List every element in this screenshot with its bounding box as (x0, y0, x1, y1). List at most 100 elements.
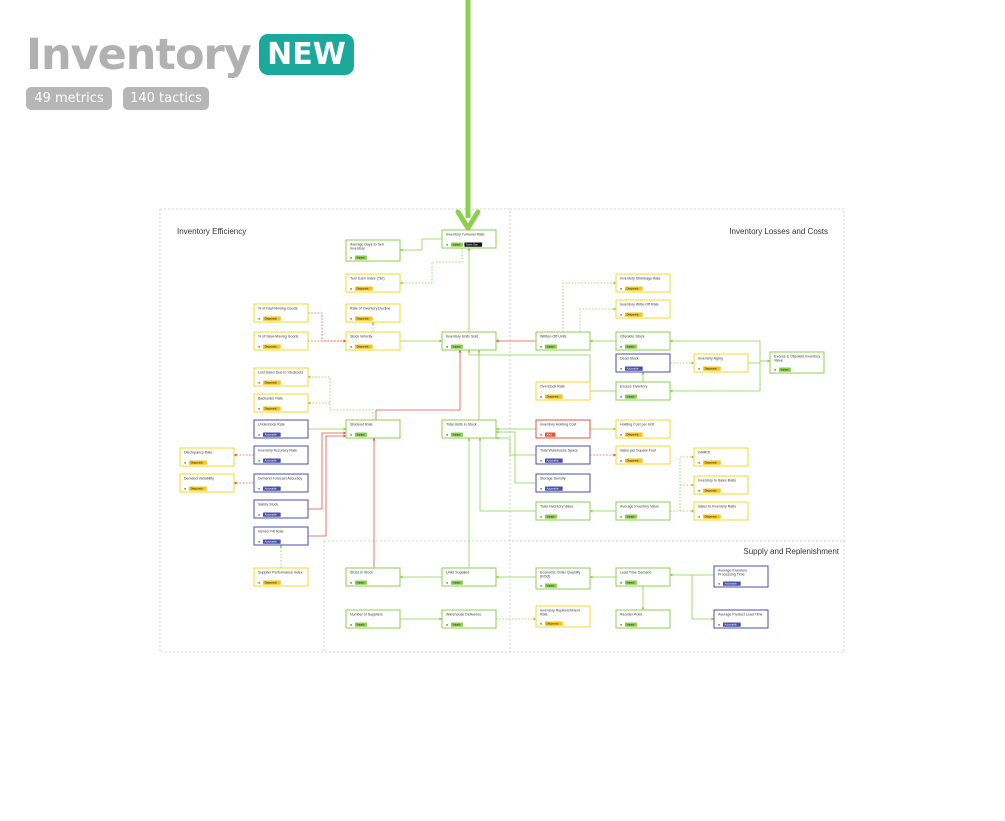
metric-node[interactable]: Number of Suppliers⚑Impact (345, 609, 401, 629)
metric-tag-label: Diagnostic (547, 395, 560, 399)
metric-node[interactable]: Safety Stock⚑Actionable (253, 499, 309, 519)
metric-tag-label: Diagnostic (265, 317, 278, 321)
metric-node[interactable]: Dead Stock⚑Actionable (615, 353, 671, 373)
metric-node[interactable]: Understock Rate⚑Actionable (253, 419, 309, 439)
metric-flag-icon: ⚑ (620, 433, 623, 437)
metric-node-label: Excess & Obsolete Inventory (774, 355, 820, 359)
metric-tag-label: Diagnostic (265, 407, 278, 411)
metric-node[interactable]: Inventory Write-Off Rate ⚑ Diagnostic (615, 299, 671, 319)
metric-tag-label: Impact (357, 256, 365, 260)
metric-node-label: Average Inventory (718, 569, 747, 573)
metric-node[interactable]: Stock Velocity⚑Diagnostic (345, 331, 401, 351)
metric-node[interactable]: % of Slow-Moving Goods⚑Diagnostic (253, 331, 309, 351)
metric-node[interactable]: Obsolete Stock⚑Impact (615, 331, 671, 351)
metric-tag-label: Diagnostic (627, 313, 640, 317)
metric-flag-icon: ⚑ (350, 581, 353, 585)
metric-node-label: Inventory Holding Cost (540, 423, 576, 427)
metric-node[interactable]: Vendor Fill Rate⚑Actionable (253, 526, 309, 546)
metric-node[interactable]: Discrepancy Rate⚑Diagnostic (179, 447, 235, 467)
metric-node[interactable]: Lost Sales Due to Stockouts⚑Diagnostic (253, 367, 309, 387)
metric-tag-label: Diagnostic (705, 461, 718, 465)
metric-node[interactable]: Inventory to Sales Ratio⚑Diagnostic (693, 475, 749, 495)
metric-node-label: Demand Forecast Accuracy (258, 477, 302, 481)
metric-node[interactable]: Sales to Inventory Ratio⚑Diagnostic (693, 501, 749, 521)
metric-node[interactable]: Turn Earn Index (TEI)⚑Diagnostic (345, 273, 401, 293)
metric-tag (545, 394, 563, 399)
metric-node[interactable]: Inventory Holding Cost⚑Alert (535, 419, 591, 439)
metric-node[interactable]: Inventory Shrinkage Rate⚑Diagnostic (615, 273, 671, 293)
metric-node[interactable]: Total Warehouse Space⚑Actionable (535, 445, 591, 465)
metric-node[interactable]: GMROI⚑Diagnostic (693, 447, 749, 467)
metric-node[interactable]: Rate of Inventory Decline⚑Diagnostic (345, 303, 401, 323)
metric-node-label: Inventory Write-Off Rate (620, 303, 659, 307)
metric-tag-label: Impact (627, 581, 635, 585)
metric-node[interactable]: Warehouse Deliveries⚑Impact (441, 609, 497, 629)
metric-tag-label: Diagnostic (705, 489, 718, 493)
metric-flag-icon: ⚑ (718, 582, 721, 586)
metric-tag-label: North Star (466, 243, 478, 247)
metric-node[interactable]: SKUs in Stock⚑Impact (345, 567, 401, 587)
metric-node-label: Total Inventory Value (540, 505, 573, 509)
metric-node[interactable]: Reorder Point⚑Impact (615, 609, 671, 629)
metric-tag-label: Diagnostic (547, 622, 560, 626)
metric-node[interactable]: Average Inventory Value⚑Impact (615, 501, 671, 521)
big-arrow-head (455, 209, 481, 231)
metric-node-label: Demand Variability (184, 477, 214, 481)
metric-flag-icon: ⚑ (446, 623, 449, 627)
metric-node[interactable]: Inventory Aging⚑Diagnostic (693, 353, 749, 373)
metric-node-label: Lost Sales Due to Stockouts (258, 371, 303, 375)
metric-tag-label: Impact (453, 243, 461, 247)
metric-flag-icon: ⚑ (446, 345, 449, 349)
metric-node-label: Understock Rate (258, 423, 285, 427)
metric-node-label: Inventory Accuracy Rate (258, 449, 297, 453)
metric-flag-icon: ⚑ (620, 313, 623, 317)
metric-tag-label: Actionable (547, 487, 560, 491)
metric-node[interactable]: Excess Inventory⚑Impact (615, 381, 671, 401)
metric-node-label: Value (774, 359, 783, 363)
diagram-edge (467, 349, 616, 392)
metric-node[interactable]: Lead Time Demand⚑Impact (615, 567, 671, 587)
metric-tag-label: Diagnostic (627, 287, 640, 291)
metric-node[interactable]: Sales per Square Foot⚑Diagnostic (615, 445, 671, 465)
metric-node-label: Written-Off Units (540, 335, 567, 339)
metric-node[interactable]: Inventory Units Sold⚑Impact (441, 331, 497, 351)
metric-node[interactable]: Units Supplied⚑Impact (441, 567, 497, 587)
metric-tag (189, 486, 207, 491)
metric-node[interactable]: Economic Order Quantity(EOQ)⚑Impact (535, 567, 591, 590)
metric-tag (355, 286, 373, 291)
metric-tag-label: Diagnostic (357, 345, 370, 349)
region-box (323, 540, 845, 653)
metric-node[interactable]: Overstock Rate⚑Diagnostic (535, 381, 591, 401)
metric-tag-label: Diagnostic (627, 433, 640, 437)
metric-node[interactable]: Total Units in Stock⚑Impact (441, 419, 497, 439)
metric-node-label: Reorder Point (620, 613, 642, 617)
metric-node[interactable]: Holding Cost per Unit⚑Diagnostic (615, 419, 671, 439)
metric-node-label: Economic Order Quantity (540, 571, 581, 575)
metric-node[interactable]: Stockout Rate⚑Impact (345, 419, 401, 439)
metric-tag (355, 255, 367, 260)
metric-node[interactable]: Total Inventory Value⚑Impact (535, 501, 591, 521)
metric-node[interactable]: Storage Density⚑Actionable (535, 473, 591, 493)
metric-flag-icon: ⚑ (540, 345, 543, 349)
metric-node[interactable]: Average Product Lead Time⚑Actionable (713, 609, 769, 629)
metric-tag-label: Actionable (265, 513, 278, 517)
metric-node[interactable]: Demand Forecast Accuracy⚑Actionable (253, 473, 309, 493)
metric-node-label: Number of Suppliers (350, 613, 383, 617)
metric-node-label: Backorder Rate (258, 397, 283, 401)
metric-node[interactable]: Backorder Rate⚑Diagnostic (253, 393, 309, 413)
metric-node[interactable]: Inventory Accuracy Rate⚑Actionable (253, 445, 309, 465)
metric-node[interactable]: % of Fast-Moving Goods⚑Diagnostic (253, 303, 309, 323)
metric-flag-icon: ⚑ (540, 487, 543, 491)
metric-tag-label: Impact (357, 581, 365, 585)
metric-tag-label: Impact (453, 345, 461, 349)
metric-node[interactable]: Supplier Performance Index⚑Diagnostic (253, 567, 309, 587)
metric-node[interactable]: Demand Variability⚑Diagnostic (179, 473, 235, 493)
metric-node[interactable]: Written-Off Units⚑Impact (535, 331, 591, 351)
